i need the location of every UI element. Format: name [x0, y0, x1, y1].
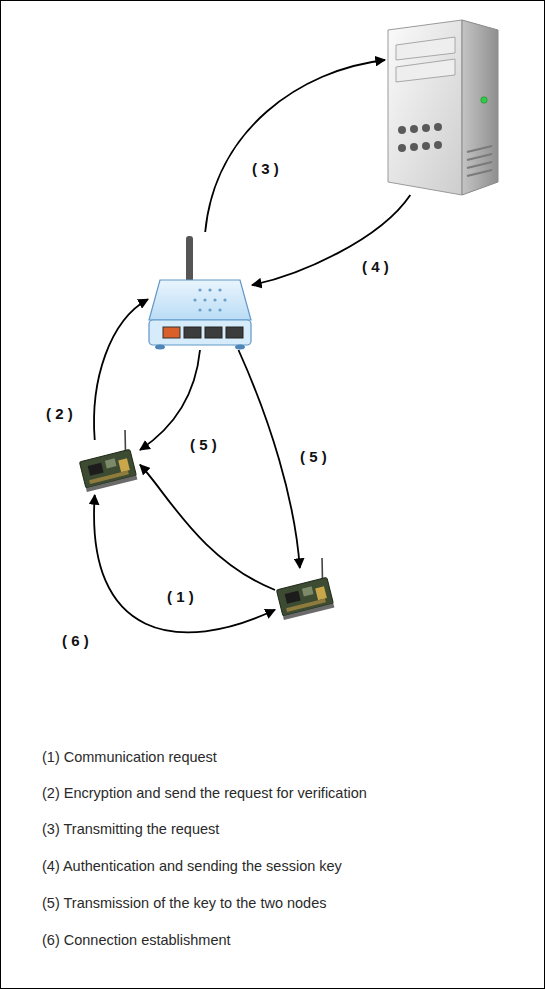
key-line: (3) Transmitting the request [42, 820, 219, 838]
step-number: ( 4 ) [360, 258, 391, 276]
arrow-connector [205, 60, 385, 232]
sensor-node [78, 440, 140, 495]
sensor-node [275, 568, 337, 623]
arrow-connector [238, 350, 299, 568]
arrow-connector [252, 195, 410, 285]
server-icon [388, 20, 498, 195]
step-number: ( 6 ) [60, 632, 91, 650]
sensor-icon [272, 558, 335, 620]
arrow-connector [94, 299, 148, 440]
router-icon [149, 236, 251, 350]
router-node [148, 232, 252, 350]
arrow-connector [140, 350, 200, 450]
sensor-icon [75, 430, 138, 492]
key-line: (4) Authentication and sending the sessi… [42, 857, 342, 875]
key-line: (1) Communication request [42, 748, 217, 766]
key-line: (6) Connection establishment [42, 931, 231, 949]
step-number: ( 2 ) [44, 405, 75, 423]
key-line: (2) Encryption and send the request for … [42, 784, 367, 802]
step-number: ( 1 ) [165, 588, 196, 606]
step-number: ( 5 ) [188, 436, 219, 454]
step-number: ( 5 ) [298, 448, 329, 466]
step-number: ( 3 ) [250, 160, 281, 178]
arrow-connector [140, 465, 275, 590]
server-node [385, 15, 500, 195]
arrow-connector [94, 495, 275, 632]
key-line: (5) Transmission of the key to the two n… [42, 894, 327, 912]
